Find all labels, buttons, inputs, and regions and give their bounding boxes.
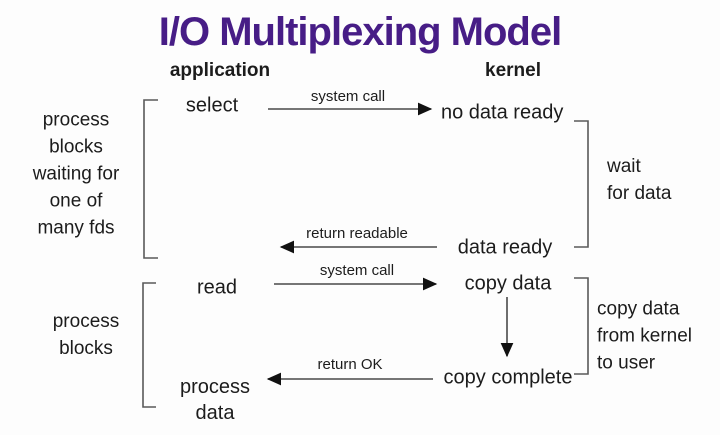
node-copy-data: copy data [464, 272, 552, 295]
annotation-wait-for-data: wait for data [607, 156, 672, 204]
annotation-copy-kernel-user: copy data from kernel to user [597, 298, 693, 374]
node-read: read [196, 276, 238, 299]
node-select: select [185, 94, 239, 117]
column-header-kernel: kernel [485, 60, 541, 82]
bracket-left-top [143, 99, 158, 259]
column-header-application: application [169, 60, 271, 82]
label-return-ok: return OK [317, 355, 383, 373]
label-return-readable: return readable [306, 224, 408, 242]
annotation-process-blocks: process blocks [52, 311, 120, 359]
label-system-call-bottom: system call [319, 261, 395, 279]
node-process-data: process data [179, 376, 251, 424]
bracket-left-bottom [142, 282, 156, 408]
diagram-title: I/O Multiplexing Model [158, 10, 562, 54]
node-data-ready: data ready [457, 236, 553, 259]
node-copy-complete: copy complete [443, 366, 573, 389]
annotation-process-blocks-waiting: process blocks waiting for one of many f… [32, 109, 120, 239]
label-system-call-top: system call [310, 87, 386, 105]
node-no-data-ready: no data ready [441, 101, 564, 124]
bracket-right-bottom [574, 277, 589, 375]
bracket-right-top [574, 120, 589, 248]
